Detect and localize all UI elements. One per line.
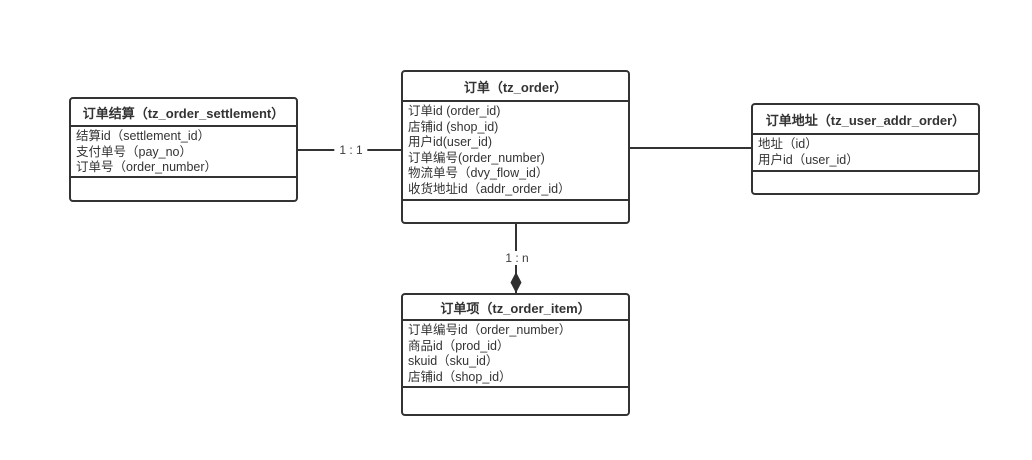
entity-footer-row — [403, 201, 628, 222]
entity-field: 店铺id（shop_id） — [408, 369, 512, 384]
entity-field: 用户id(user_id) — [408, 135, 493, 149]
entity-field: 地址（id） — [758, 137, 818, 151]
entity-order-fields: 订单id (order_id) 店铺id (shop_id) 用户id(user… — [403, 102, 628, 201]
entity-order-item[interactable]: 订单项（tz_order_item） 订单编号id（order_number） … — [401, 293, 630, 416]
entity-user-addr-order-fields: 地址（id） 用户id（user_id） — [753, 135, 978, 172]
entity-field: 用户id（user_id） — [758, 152, 859, 167]
entity-field: 店铺id (shop_id) — [408, 119, 499, 134]
entity-field: 订单号（order_number） — [76, 160, 218, 174]
entity-field: 支付单号（pay_no） — [76, 144, 193, 159]
entity-field: 订单编号(order_number) — [408, 150, 545, 165]
entity-order[interactable]: 订单（tz_order） 订单id (order_id) 店铺id (shop_… — [401, 70, 630, 224]
entity-field: 订单编号id（order_number） — [408, 323, 572, 337]
entity-field: 结算id（settlement_id） — [76, 129, 211, 143]
entity-order-settlement-fields: 结算id（settlement_id） 支付单号（pay_no） 订单号（ord… — [71, 127, 296, 178]
entity-footer-row — [403, 388, 628, 414]
entity-order-settlement-title: 订单结算（tz_order_settlement） — [71, 99, 296, 127]
relation-cardinality-1-1: 1 : 1 — [334, 143, 368, 157]
entity-order-item-fields: 订单编号id（order_number） 商品id（prod_id） skuid… — [403, 321, 628, 388]
entity-order-item-title: 订单项（tz_order_item） — [403, 295, 628, 321]
entity-field: 订单id (order_id) — [408, 104, 501, 118]
entity-field: 收货地址id（addr_order_id） — [408, 181, 571, 196]
entity-footer-row — [753, 172, 978, 193]
entity-user-addr-order[interactable]: 订单地址（tz_user_addr_order） 地址（id） 用户id（use… — [751, 103, 980, 195]
entity-order-title: 订单（tz_order） — [403, 72, 628, 102]
entity-footer-row — [71, 178, 296, 200]
entity-field: 商品id（prod_id） — [408, 338, 510, 353]
entity-field: 物流单号（dvy_flow_id） — [408, 166, 549, 180]
entity-user-addr-order-title: 订单地址（tz_user_addr_order） — [753, 105, 978, 135]
connector-order-addr — [624, 147, 756, 149]
relation-cardinality-1-n: 1 : n — [500, 251, 534, 265]
composition-diamond-icon — [510, 272, 522, 293]
entity-order-settlement[interactable]: 订单结算（tz_order_settlement） 结算id（settlemen… — [69, 97, 298, 202]
entity-field: skuid（sku_id） — [408, 354, 499, 368]
